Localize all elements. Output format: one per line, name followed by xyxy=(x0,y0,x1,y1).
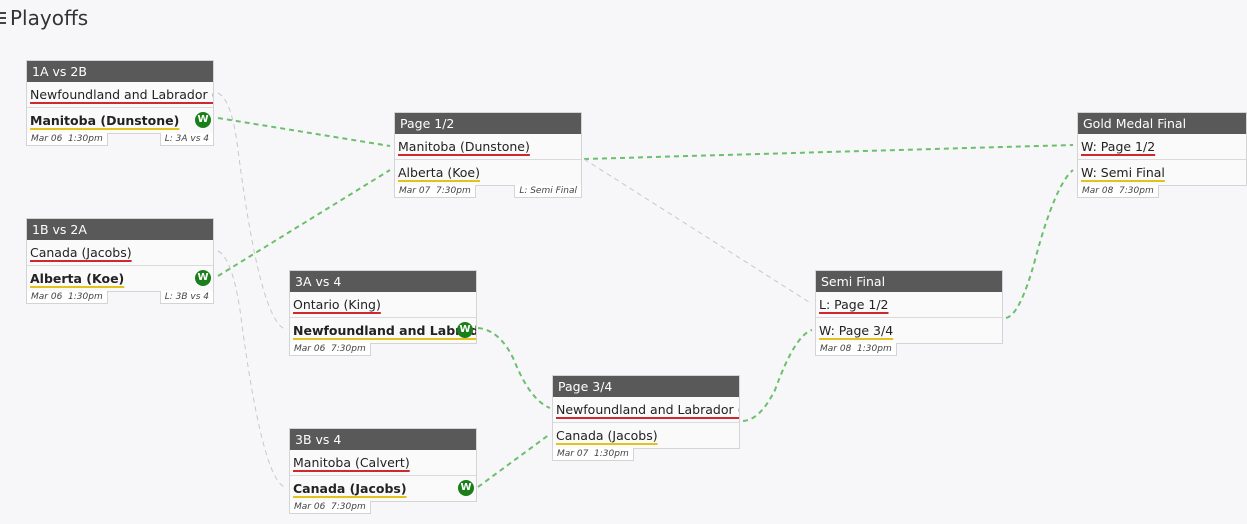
page-title: Playoffs xyxy=(0,6,88,30)
winner-badge-icon: W xyxy=(195,112,211,128)
winner-path-1a2b-to-page12 xyxy=(217,117,391,147)
match-footer: Mar 06 7:30pm xyxy=(289,343,477,356)
match-footer: Mar 07 1:30pm xyxy=(552,448,740,461)
winner-path-semi-to-gold xyxy=(1005,169,1074,319)
team-name[interactable]: Newfoundland and Labrador (Gushue) xyxy=(30,87,213,102)
winner-badge-icon: W xyxy=(458,480,474,496)
winner-path-3a4-to-page34 xyxy=(477,327,551,409)
match-footer: Mar 06 7:30pm xyxy=(289,501,477,514)
loser-path-1b2a-to-3b4 xyxy=(217,250,286,488)
match-footer: Mar 06 1:30pm L: 3A vs 4 xyxy=(26,133,214,146)
loser-path-1a2b-to-3a4 xyxy=(217,92,286,330)
team-name[interactable]: W: Page 3/4 xyxy=(819,323,894,338)
match-title: Page 3/4 xyxy=(553,376,739,397)
team-name[interactable]: Newfoundland and Labrador (Gushue) xyxy=(293,323,476,338)
team-name[interactable]: W: Page 1/2 xyxy=(1081,139,1156,154)
team-name[interactable]: Canada (Jacobs) xyxy=(30,245,132,260)
match-footer: Mar 06 1:30pm L: 3B vs 4 xyxy=(26,291,214,304)
hamburger-icon[interactable] xyxy=(0,11,6,25)
page-title-text: Playoffs xyxy=(10,6,89,30)
team-name[interactable]: Manitoba (Dunstone) xyxy=(398,139,530,154)
match-footer: Mar 08 1:30pm xyxy=(815,343,1003,356)
match-1b-vs-2a[interactable]: 1B vs 2A Canada (Jacobs) Alberta (Koe) W… xyxy=(26,218,214,304)
team-slot-top[interactable]: Ontario (King) xyxy=(290,292,476,317)
team-slot-top[interactable]: L: Page 1/2 xyxy=(816,292,1002,317)
team-slot-bottom[interactable]: Alberta (Koe) xyxy=(395,159,581,185)
match-title: 1B vs 2A xyxy=(27,219,213,240)
match-time: Mar 08 7:30pm xyxy=(1077,185,1159,198)
match-time: Mar 07 7:30pm xyxy=(394,185,476,198)
match-title: Gold Medal Final xyxy=(1078,113,1246,134)
team-name[interactable]: Alberta (Koe) xyxy=(398,165,480,180)
team-name[interactable]: Manitoba (Dunstone) xyxy=(30,113,180,128)
team-name[interactable]: Canada (Jacobs) xyxy=(293,481,407,496)
team-slot-bottom[interactable]: Newfoundland and Labrador (Gushue) W xyxy=(290,317,476,343)
match-semi-final[interactable]: Semi Final L: Page 1/2 W: Page 3/4 Mar 0… xyxy=(815,270,1003,356)
team-slot-top[interactable]: Newfoundland and Labrador (Gushue) xyxy=(27,82,213,107)
winner-badge-icon: W xyxy=(195,270,211,286)
winner-path-page12-to-gold xyxy=(583,144,1074,160)
team-name[interactable]: Manitoba (Calvert) xyxy=(293,455,410,470)
match-time: Mar 08 1:30pm xyxy=(815,343,897,356)
team-slot-top[interactable]: Manitoba (Dunstone) xyxy=(395,134,581,159)
loser-destination: L: 3B vs 4 xyxy=(159,291,214,304)
match-page-3-4[interactable]: Page 3/4 Newfoundland and Labrador (Gush… xyxy=(552,375,740,461)
team-slot-bottom[interactable]: Alberta (Koe) W xyxy=(27,265,213,291)
team-slot-top[interactable]: Manitoba (Calvert) xyxy=(290,450,476,475)
team-name[interactable]: Alberta (Koe) xyxy=(30,271,125,286)
match-1a-vs-2b[interactable]: 1A vs 2B Newfoundland and Labrador (Gush… xyxy=(26,60,214,146)
loser-destination: L: 3A vs 4 xyxy=(159,133,214,146)
winner-badge-icon: W xyxy=(457,322,473,338)
match-gold-medal-final[interactable]: Gold Medal Final W: Page 1/2 W: Semi Fin… xyxy=(1077,112,1247,198)
team-name[interactable]: Newfoundland and Labrador (Gushue) xyxy=(556,402,739,417)
team-slot-bottom[interactable]: W: Page 3/4 xyxy=(816,317,1002,343)
team-name[interactable]: Ontario (King) xyxy=(293,297,381,312)
team-slot-bottom[interactable]: Canada (Jacobs) W xyxy=(290,475,476,501)
loser-destination: L: Semi Final xyxy=(514,185,582,198)
team-slot-top[interactable]: W: Page 1/2 xyxy=(1078,134,1246,159)
winner-path-3b4-to-page34 xyxy=(477,433,551,488)
team-name[interactable]: Canada (Jacobs) xyxy=(556,428,658,443)
team-slot-top[interactable]: Canada (Jacobs) xyxy=(27,240,213,265)
match-3b-vs-4[interactable]: 3B vs 4 Manitoba (Calvert) Canada (Jacob… xyxy=(289,428,477,514)
team-slot-top[interactable]: Newfoundland and Labrador (Gushue) xyxy=(553,397,739,422)
team-slot-bottom[interactable]: Canada (Jacobs) xyxy=(553,422,739,448)
team-slot-bottom[interactable]: W: Semi Final xyxy=(1078,159,1246,185)
winner-path-page34-to-semi xyxy=(742,329,813,422)
match-time: Mar 07 1:30pm xyxy=(552,448,634,461)
match-title: 1A vs 2B xyxy=(27,61,213,82)
loser-path-page12-to-semi xyxy=(583,158,813,305)
match-time: Mar 06 7:30pm xyxy=(289,501,371,514)
match-time: Mar 06 1:30pm xyxy=(26,133,108,146)
match-title: 3B vs 4 xyxy=(290,429,476,450)
match-footer: Mar 08 7:30pm xyxy=(1077,185,1247,198)
match-title: Semi Final xyxy=(816,271,1002,292)
match-title: Page 1/2 xyxy=(395,113,581,134)
team-slot-bottom[interactable]: Manitoba (Dunstone) W xyxy=(27,107,213,133)
match-time: Mar 06 7:30pm xyxy=(289,343,371,356)
team-name[interactable]: L: Page 1/2 xyxy=(819,297,889,312)
winner-path-1b2a-to-page12 xyxy=(217,169,391,277)
match-time: Mar 06 1:30pm xyxy=(26,291,108,304)
match-page-1-2[interactable]: Page 1/2 Manitoba (Dunstone) Alberta (Ko… xyxy=(394,112,582,198)
match-title: 3A vs 4 xyxy=(290,271,476,292)
match-footer: Mar 07 7:30pm L: Semi Final xyxy=(394,185,582,198)
team-name[interactable]: W: Semi Final xyxy=(1081,165,1165,180)
match-3a-vs-4[interactable]: 3A vs 4 Ontario (King) Newfoundland and … xyxy=(289,270,477,356)
